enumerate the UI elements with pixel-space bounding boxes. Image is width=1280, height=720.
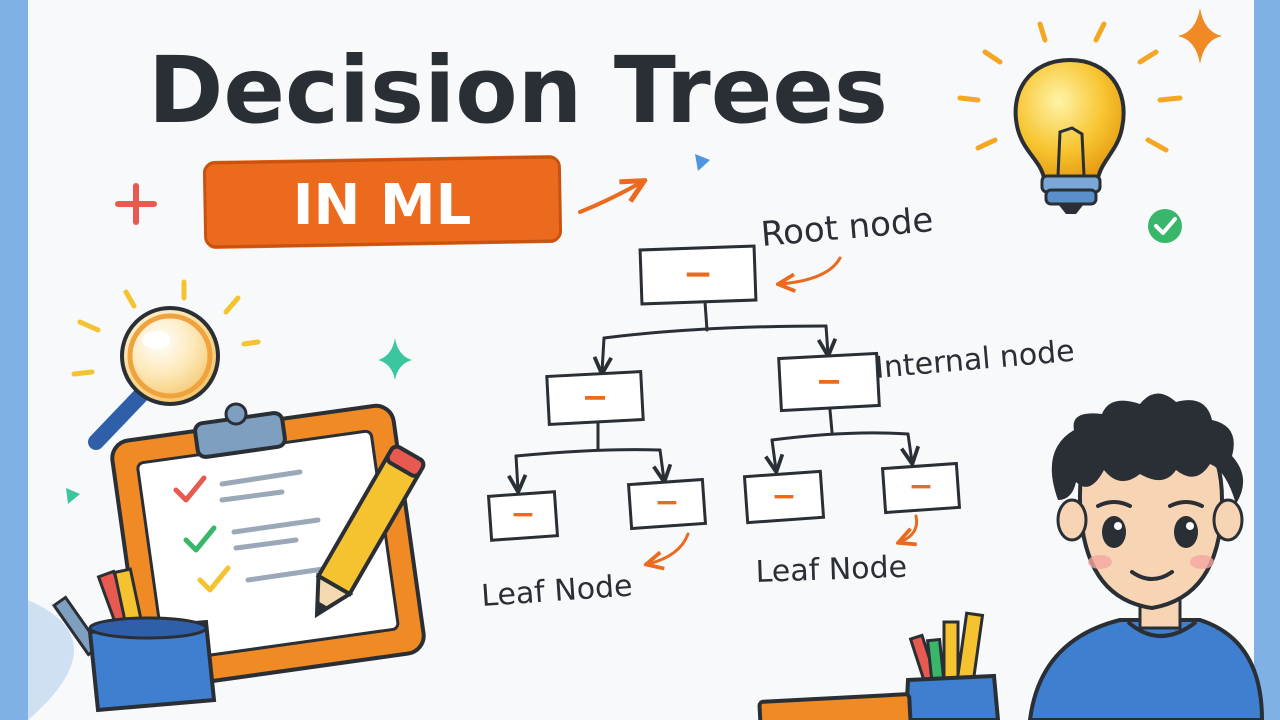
student-illustration xyxy=(1027,393,1265,720)
plus-icon xyxy=(115,183,157,225)
node-mark: − xyxy=(908,469,933,504)
tree-node-internal-left: − xyxy=(545,369,645,427)
sparkle-icon xyxy=(1178,8,1222,64)
node-mark: − xyxy=(771,479,796,514)
banner-arrow xyxy=(578,182,642,214)
sparkle-icon xyxy=(378,338,412,380)
node-mark: − xyxy=(654,485,679,520)
corner-decoration xyxy=(28,600,74,720)
tree-node-root: − xyxy=(638,244,758,306)
magnifier-icon xyxy=(71,279,261,450)
pencil-icon xyxy=(314,444,426,619)
tree-node-leaf-1: − xyxy=(486,490,560,542)
tree-node-leaf-4: − xyxy=(880,461,962,515)
check-badge-icon xyxy=(1148,209,1182,243)
title: Decision Trees xyxy=(148,37,888,144)
lightbulb-icon xyxy=(957,21,1183,214)
pencil-cup-icon xyxy=(51,567,217,713)
label-leaf-right-arrow xyxy=(900,514,919,542)
tree-node-leaf-2: − xyxy=(626,477,708,531)
tree-node-internal-right: − xyxy=(777,351,881,413)
label-leaf-left-arrow xyxy=(648,532,690,564)
sparkle-icon xyxy=(695,154,710,171)
node-mark: − xyxy=(510,497,535,532)
tree-node-leaf-3: − xyxy=(742,469,826,525)
node-mark: − xyxy=(816,362,843,400)
label-root-arrow xyxy=(780,256,842,284)
node-mark: − xyxy=(683,254,713,295)
node-mark: − xyxy=(582,378,609,416)
banner: IN ML xyxy=(202,155,563,249)
sparkle-icon xyxy=(66,488,80,504)
label-leaf-node-right: Leaf Node xyxy=(755,550,908,590)
tree-edges xyxy=(516,300,912,490)
banner-text: IN ML xyxy=(293,173,472,238)
book-icon xyxy=(757,692,913,720)
pencil-cup-icon xyxy=(903,611,1001,720)
